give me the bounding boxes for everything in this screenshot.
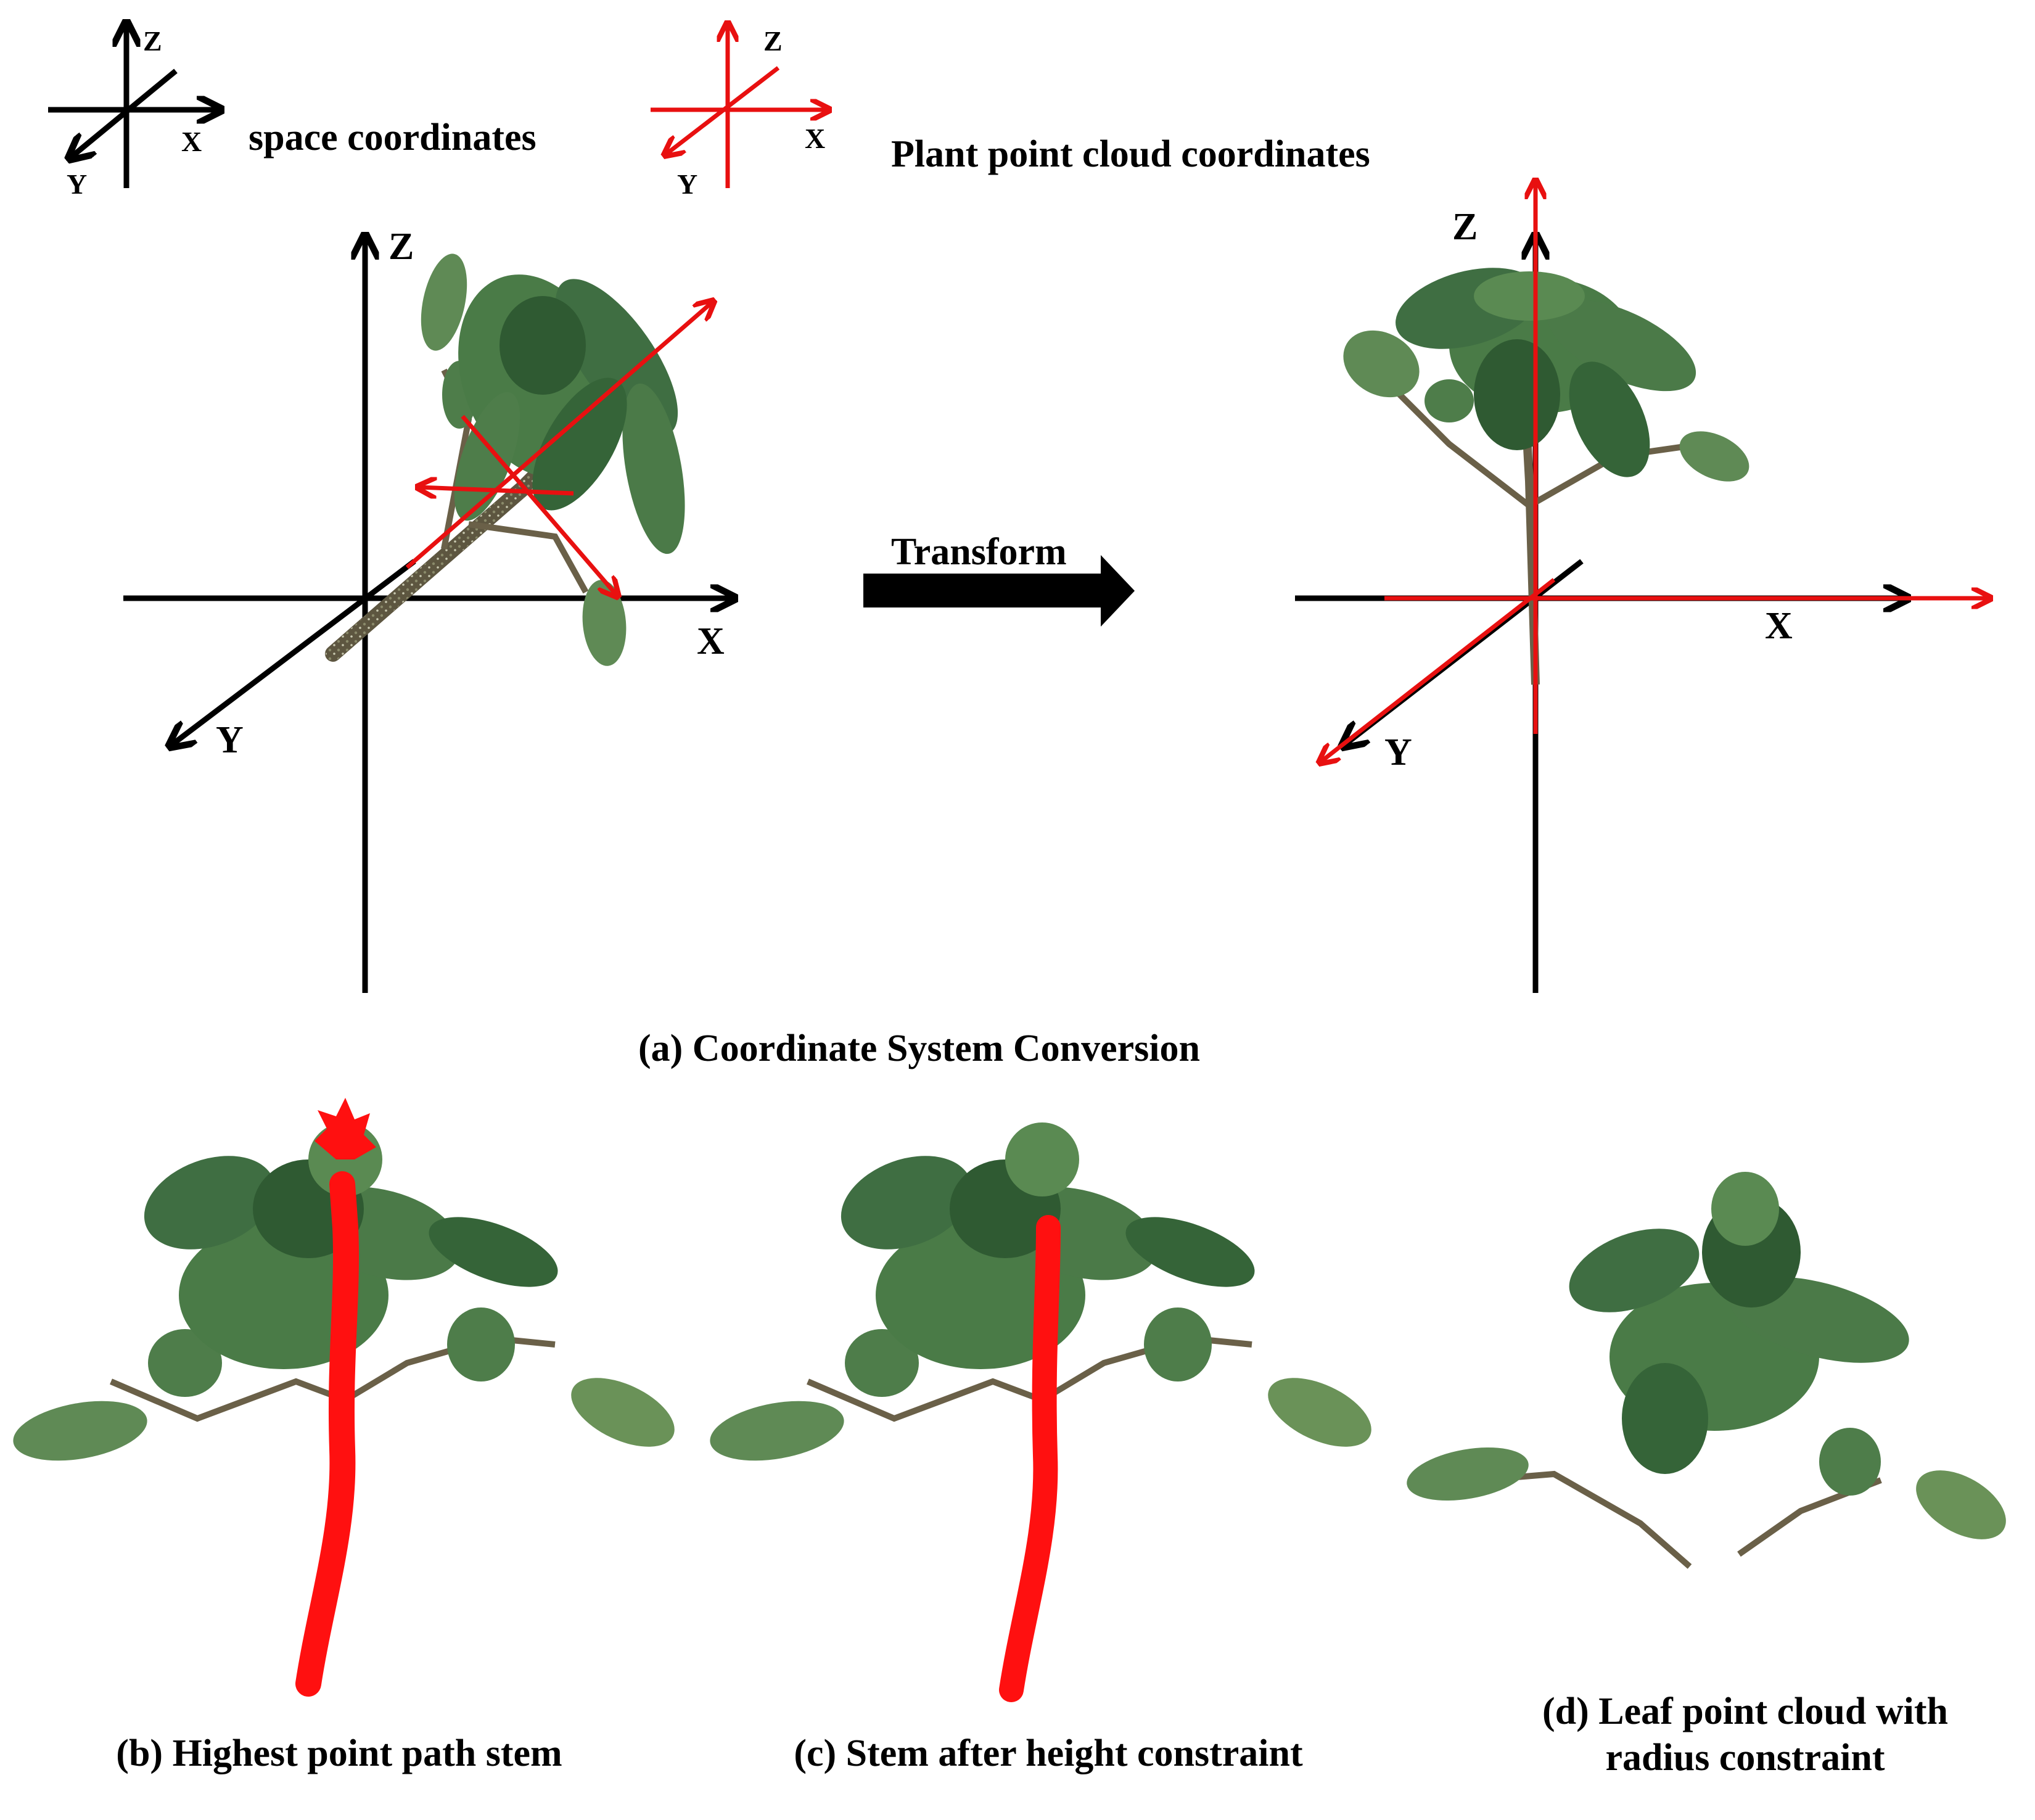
- panel-a-right-plant: [1343, 268, 1749, 685]
- legend-space-y-label: Y: [67, 168, 88, 200]
- legend-plant-axes: [651, 25, 828, 188]
- panel-d-plant: [1407, 1172, 2006, 1569]
- transform-arrow: [863, 555, 1135, 627]
- panel-c-caption: (c) Stem after height constraint: [794, 1732, 1303, 1774]
- legend-plant-label: Plant point cloud coordinates: [891, 133, 1370, 175]
- panel-a-right-y-label: Y: [1384, 731, 1412, 773]
- panel-a-left-plant: [325, 253, 685, 666]
- panel-c-stem-path: [999, 1215, 1061, 1702]
- panel-c-plant: [710, 1122, 1371, 1461]
- panel-a-right-z-label: Z: [1452, 206, 1478, 248]
- panel-d-caption-line2: radius constraint: [1605, 1737, 1885, 1779]
- legend-space-x-label: X: [181, 126, 202, 157]
- panel-a-left-z-label: Z: [388, 226, 414, 268]
- legend-plant-x-label: X: [805, 123, 826, 154]
- panel-d-caption-line1: (d) Leaf point cloud with: [1542, 1690, 1948, 1732]
- legend-space-axes: [48, 25, 219, 188]
- panel-a-right-x-label: X: [1765, 605, 1793, 647]
- panel-a-left-y-label: Y: [216, 719, 244, 761]
- panel-a-left-plant-axes: [405, 302, 712, 595]
- panel-a-caption: (a) Coordinate System Conversion: [638, 1027, 1200, 1069]
- legend-plant-z-label: Z: [763, 25, 783, 57]
- panel-b-caption: (b) Highest point path stem: [116, 1732, 562, 1774]
- legend-space-label: space coordinates: [249, 117, 536, 159]
- transform-label: Transform: [891, 531, 1067, 573]
- panel-a-left-x-label: X: [697, 620, 725, 662]
- panel-a-right-plant-axes: [1321, 182, 1989, 762]
- panel-b-stem-path: [295, 1098, 376, 1697]
- legend-space-z-label: Z: [143, 25, 162, 57]
- legend-plant-y-label: Y: [677, 168, 698, 200]
